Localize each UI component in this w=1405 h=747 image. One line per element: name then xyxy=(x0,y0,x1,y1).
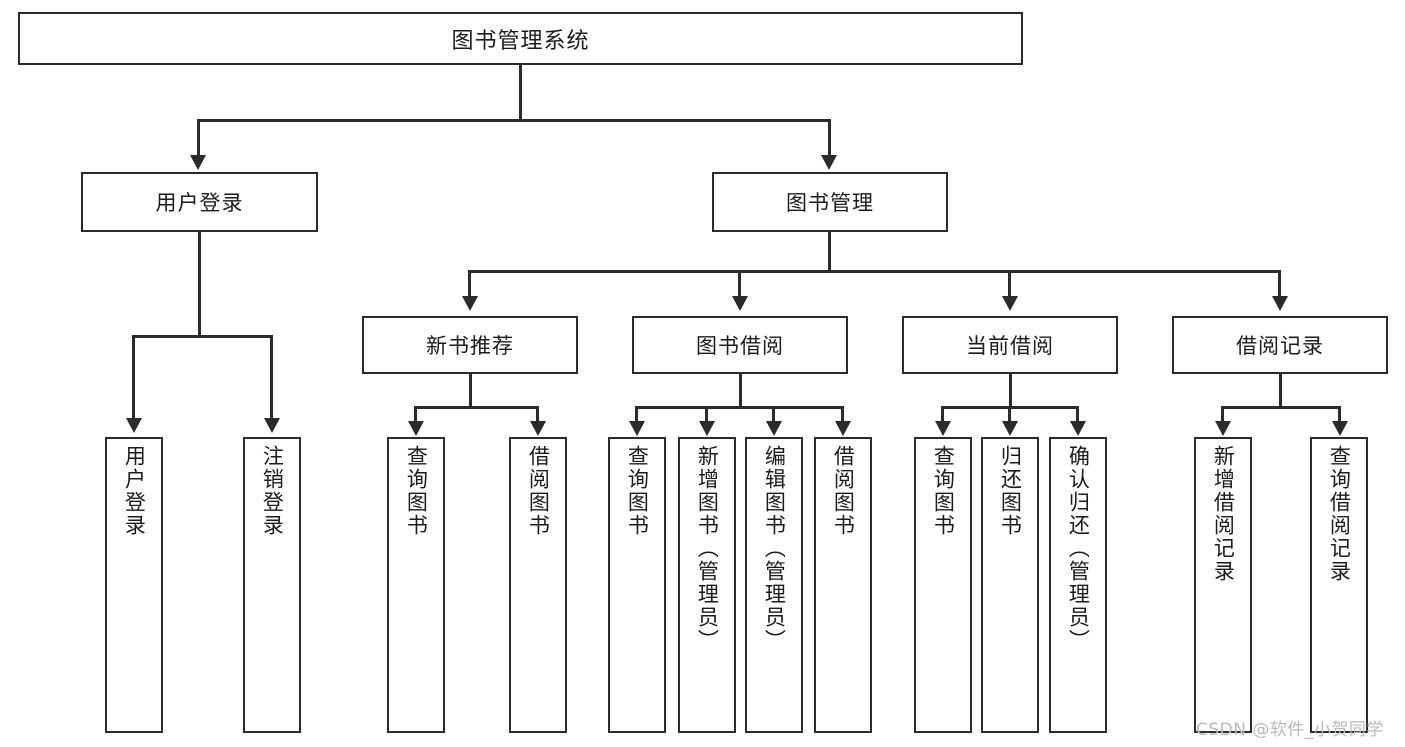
arrow-borrow-to-leaf3 xyxy=(766,421,782,436)
edge-books-bar xyxy=(468,270,1280,273)
node-current-borrow[interactable]: 当前借阅 xyxy=(902,316,1118,374)
edge-user-to-leaf1 xyxy=(132,335,135,420)
edge-books-to-new xyxy=(468,270,471,298)
leaf-label: 查询图书 xyxy=(931,445,956,537)
edge-books-to-borrow xyxy=(738,270,741,298)
leaf-newbook-borrow-book[interactable]: 借阅图书 xyxy=(509,437,567,733)
arrow-root-to-user xyxy=(190,155,206,170)
arrow-current-to-leaf2 xyxy=(1002,421,1018,436)
edge-current-to-leaf3 xyxy=(1076,406,1079,423)
leaf-label: 借阅图书 xyxy=(831,445,856,537)
edge-current-to-leaf2 xyxy=(1008,406,1011,423)
arrow-borrow-to-leaf2 xyxy=(699,421,715,436)
node-label: 当前借阅 xyxy=(966,334,1054,358)
leaf-borrow-query-book[interactable]: 查询图书 xyxy=(608,437,666,733)
node-label: 图书管理系统 xyxy=(451,28,590,54)
arrow-borrow-to-leaf1 xyxy=(629,421,645,436)
leaf-label: 借阅图书 xyxy=(526,445,551,537)
edge-borrow-bar xyxy=(635,406,844,409)
edge-borrow-to-leaf4 xyxy=(841,406,844,423)
edge-current-to-leaf1 xyxy=(941,406,944,423)
edge-root-bar xyxy=(197,119,831,122)
edge-newbook-to-leaf2 xyxy=(536,406,539,423)
edge-books-stem xyxy=(828,232,831,272)
arrow-books-to-current xyxy=(1002,296,1018,311)
leaf-record-query-record[interactable]: 查询借阅记录 xyxy=(1310,437,1368,733)
leaf-newbook-query-book[interactable]: 查询图书 xyxy=(387,437,445,733)
node-root-system[interactable]: 图书管理系统 xyxy=(18,12,1023,65)
edge-record-stem xyxy=(1279,374,1282,408)
node-book-borrow[interactable]: 图书借阅 xyxy=(632,316,848,374)
leaf-label: 编辑图书（管理员） xyxy=(762,445,787,652)
leaf-record-add-record[interactable]: 新增借阅记录 xyxy=(1194,437,1252,733)
arrow-user-to-leaf1 xyxy=(126,418,142,433)
edge-newbook-to-leaf1 xyxy=(414,406,417,423)
leaf-label: 新增图书（管理员） xyxy=(695,445,720,652)
edge-books-to-current xyxy=(1008,270,1011,298)
node-label: 图书借阅 xyxy=(696,334,784,358)
edge-newbook-bar xyxy=(414,406,539,409)
edge-user-to-leaf2 xyxy=(270,335,273,420)
leaf-label: 查询借阅记录 xyxy=(1327,445,1352,583)
arrow-borrow-to-leaf4 xyxy=(835,421,851,436)
node-borrow-record[interactable]: 借阅记录 xyxy=(1172,316,1388,374)
edge-root-to-books xyxy=(828,119,831,157)
edge-current-stem xyxy=(1009,374,1012,408)
arrow-books-to-record xyxy=(1272,296,1288,311)
node-label: 图书管理 xyxy=(786,191,874,215)
node-book-management[interactable]: 图书管理 xyxy=(712,172,948,232)
leaf-label: 新增借阅记录 xyxy=(1211,445,1236,583)
leaf-borrow-borrow-book[interactable]: 借阅图书 xyxy=(814,437,872,733)
leaf-label: 注销登录 xyxy=(260,445,285,537)
node-new-book-recommend[interactable]: 新书推荐 xyxy=(362,316,578,374)
edge-books-to-record xyxy=(1278,270,1281,298)
csdn-watermark: CSDN @软件_小贺同学 xyxy=(1196,715,1384,740)
leaf-user-logout[interactable]: 注销登录 xyxy=(243,437,301,733)
arrow-user-to-leaf2 xyxy=(264,418,280,433)
leaf-user-login[interactable]: 用户登录 xyxy=(105,437,163,733)
edge-borrow-to-leaf3 xyxy=(772,406,775,423)
leaf-current-confirm-return-admin[interactable]: 确认归还（管理员） xyxy=(1049,437,1107,733)
arrow-books-to-new xyxy=(462,296,478,311)
leaf-label: 用户登录 xyxy=(122,445,147,537)
edge-user-bar xyxy=(132,335,273,338)
edge-record-to-leaf2 xyxy=(1338,406,1341,423)
node-user-login[interactable]: 用户登录 xyxy=(81,172,318,232)
leaf-current-return-book[interactable]: 归还图书 xyxy=(981,437,1039,733)
arrow-current-to-leaf3 xyxy=(1070,421,1086,436)
edge-borrow-to-leaf2 xyxy=(705,406,708,423)
leaf-current-query-book[interactable]: 查询图书 xyxy=(914,437,972,733)
leaf-label: 查询图书 xyxy=(625,445,650,537)
edge-user-stem xyxy=(198,232,201,335)
arrow-newbook-to-leaf1 xyxy=(408,421,424,436)
node-label: 新书推荐 xyxy=(426,334,514,358)
edge-record-bar xyxy=(1221,406,1341,409)
node-label: 用户登录 xyxy=(155,191,244,215)
leaf-borrow-add-book-admin[interactable]: 新增图书（管理员） xyxy=(678,437,736,733)
edge-record-to-leaf1 xyxy=(1221,406,1224,423)
edge-borrow-to-leaf1 xyxy=(635,406,638,423)
leaf-label: 确认归还（管理员） xyxy=(1066,445,1091,652)
arrow-current-to-leaf1 xyxy=(935,421,951,436)
edge-newbook-stem xyxy=(469,374,472,408)
arrow-record-to-leaf1 xyxy=(1215,421,1231,436)
arrow-record-to-leaf2 xyxy=(1332,421,1348,436)
edge-root-to-user xyxy=(197,119,200,157)
edge-borrow-stem xyxy=(739,374,742,408)
leaf-label: 查询图书 xyxy=(404,445,429,537)
arrow-newbook-to-leaf2 xyxy=(530,421,546,436)
leaf-borrow-edit-book-admin[interactable]: 编辑图书（管理员） xyxy=(745,437,803,733)
arrow-books-to-borrow xyxy=(732,296,748,311)
leaf-label: 归还图书 xyxy=(998,445,1023,537)
arrow-root-to-books xyxy=(821,155,837,170)
watermark-text: CSDN @软件_小贺同学 xyxy=(1196,720,1384,740)
edge-root-stem xyxy=(519,65,522,119)
node-label: 借阅记录 xyxy=(1236,334,1324,358)
